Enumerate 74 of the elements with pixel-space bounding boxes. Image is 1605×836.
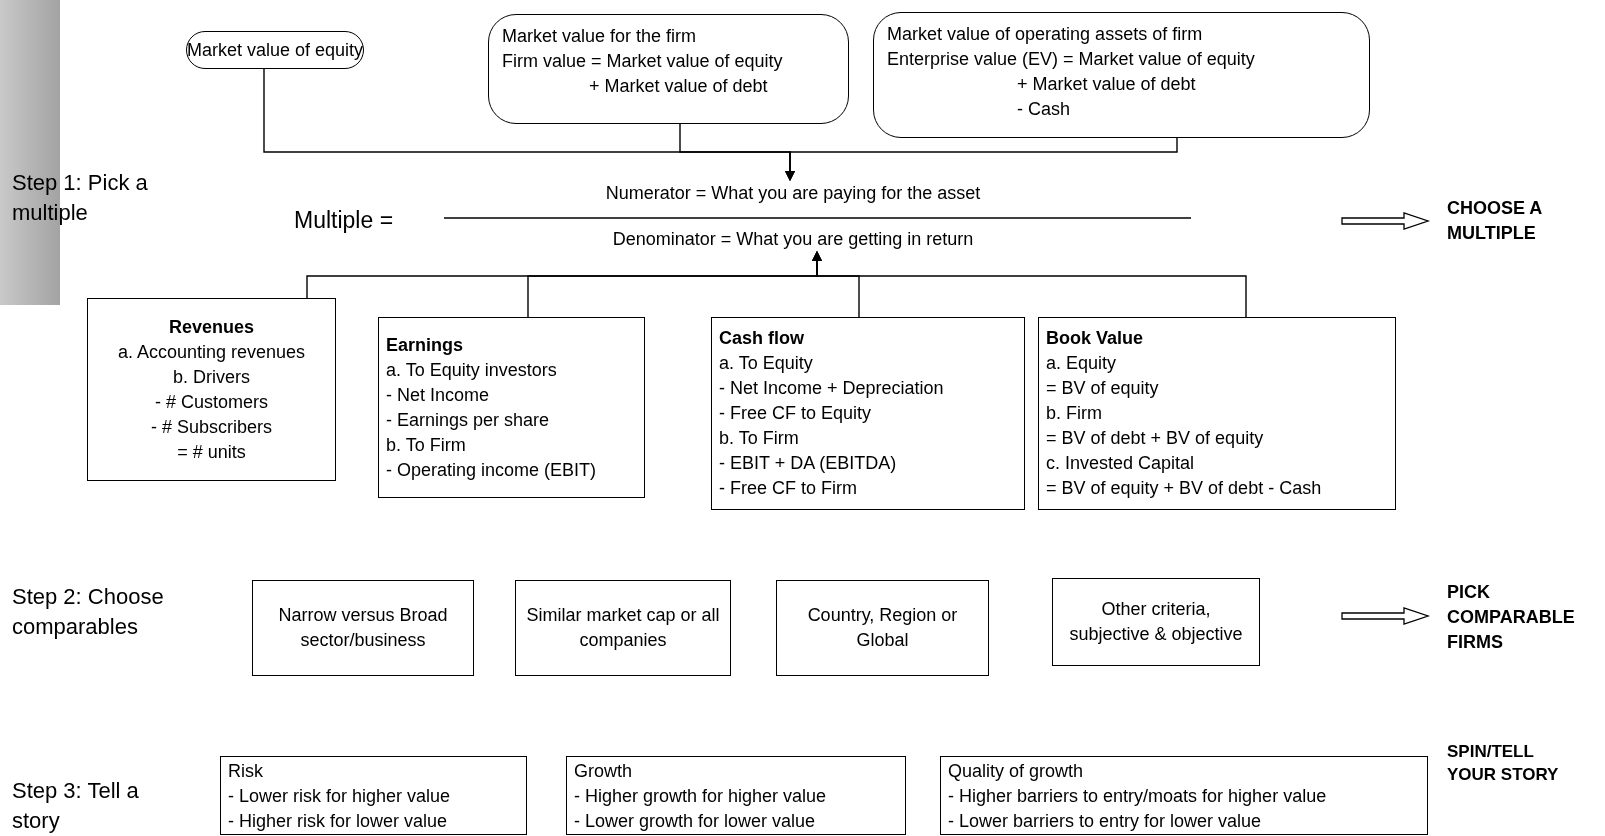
node-text: - Higher risk for lower value xyxy=(228,810,449,833)
step-label: Step 3: Tell a story xyxy=(12,777,140,835)
connector-arrow xyxy=(812,251,1247,318)
node-text: + Market value of debt xyxy=(588,75,769,98)
node-text: Narrow versus Broad sector/business xyxy=(277,604,449,652)
node-text: = BV of equity + BV of debt - Cash xyxy=(1046,477,1323,500)
node-text: Earnings xyxy=(386,333,465,357)
node-text: b. Drivers xyxy=(173,365,250,389)
node-text: - Cash xyxy=(1016,98,1071,121)
node-text: - Lower barriers to entry for lower value xyxy=(948,810,1263,833)
criteria-box xyxy=(776,580,989,676)
node-text: Risk xyxy=(228,760,264,783)
category-box xyxy=(87,298,336,481)
criteria-box xyxy=(515,580,731,676)
node-text: Market value of operating assets of firm xyxy=(887,23,1204,46)
category-box xyxy=(711,317,1025,510)
node-text: - # Customers xyxy=(155,390,268,414)
node-text: a. Equity xyxy=(1046,352,1118,375)
node-text: Revenues xyxy=(168,315,254,339)
criteria-box xyxy=(1052,578,1260,666)
node-text: - Higher growth for higher value xyxy=(574,785,828,808)
node-text: c. Invested Capital xyxy=(1046,452,1196,475)
node-text: - Earnings per share xyxy=(386,408,551,432)
node-text: + Market value of debt xyxy=(1016,73,1197,96)
step-label: Step 2: Choose comparables xyxy=(12,583,165,641)
node-text: CHOOSE A MULTIPLE xyxy=(1447,197,1543,245)
block-arrow xyxy=(1341,212,1431,230)
rounded-box xyxy=(873,12,1370,138)
node-text: a. Accounting revenues xyxy=(117,340,306,364)
rounded-box xyxy=(488,14,849,124)
node-text: - Operating income (EBIT) xyxy=(386,458,598,482)
node-text: Similar market cap or all companies xyxy=(525,604,721,652)
step-label: Multiple = xyxy=(294,206,395,235)
criteria-box xyxy=(252,580,474,676)
story-box xyxy=(940,756,1428,835)
node-text: = BV of debt + BV of equity xyxy=(1046,427,1265,450)
node-text: Growth xyxy=(574,760,634,783)
step-label: SPIN/TELL YOUR STORY xyxy=(1447,741,1560,786)
node-text: Country, Region or Global xyxy=(806,604,959,652)
node-text: - Lower risk for higher value xyxy=(228,785,452,808)
node-text: PICK COMPARABLE FIRMS xyxy=(1447,581,1576,654)
node-text: Quality of growth xyxy=(948,760,1085,783)
story-box xyxy=(566,756,906,835)
node-text: = # units xyxy=(177,440,246,464)
node-text: - Net Income xyxy=(386,383,491,407)
story-box xyxy=(220,756,527,835)
node-text: - EBIT + DA (EBITDA) xyxy=(719,452,898,475)
node-text: - Free CF to Equity xyxy=(719,402,873,425)
step-label: Step 1: Pick a multiple xyxy=(12,169,149,227)
node-text: Market value for the firm xyxy=(502,25,698,48)
node-text: Denominator = What you are getting in return xyxy=(612,227,974,251)
node-text: Other criteria, subjective & objective xyxy=(1068,598,1244,646)
node-text: - Higher barriers to entry/moats for higher value xyxy=(948,785,1328,808)
node-text: Book Value xyxy=(1046,327,1145,350)
node-text: Market value of equity xyxy=(186,38,364,62)
node-text: b. To Firm xyxy=(719,427,800,450)
node-text: b. To Firm xyxy=(386,433,467,457)
node-text: - # Subscribers xyxy=(150,415,272,439)
node-text: - Lower growth for lower value xyxy=(574,810,817,833)
node-text: - Net Income + Depreciation xyxy=(719,377,945,400)
category-box xyxy=(378,317,645,498)
node-text: a. To Equity investors xyxy=(386,358,558,382)
rounded-box xyxy=(186,31,364,69)
block-arrow xyxy=(1341,607,1431,625)
node-text: - Free CF to Firm xyxy=(719,477,858,500)
node-text: Numerator = What you are paying for the asset xyxy=(605,181,981,205)
node-text: Cash flow xyxy=(719,327,805,350)
node-text: Firm value = Market value of equity xyxy=(502,50,784,73)
node-text: = BV of equity xyxy=(1046,377,1160,400)
connector-arrow xyxy=(785,137,1178,181)
category-box xyxy=(1038,317,1396,510)
node-text: Enterprise value (EV) = Market value of equity xyxy=(887,48,1256,71)
node-text: b. Firm xyxy=(1046,402,1103,425)
node-text: a. To Equity xyxy=(719,352,814,375)
